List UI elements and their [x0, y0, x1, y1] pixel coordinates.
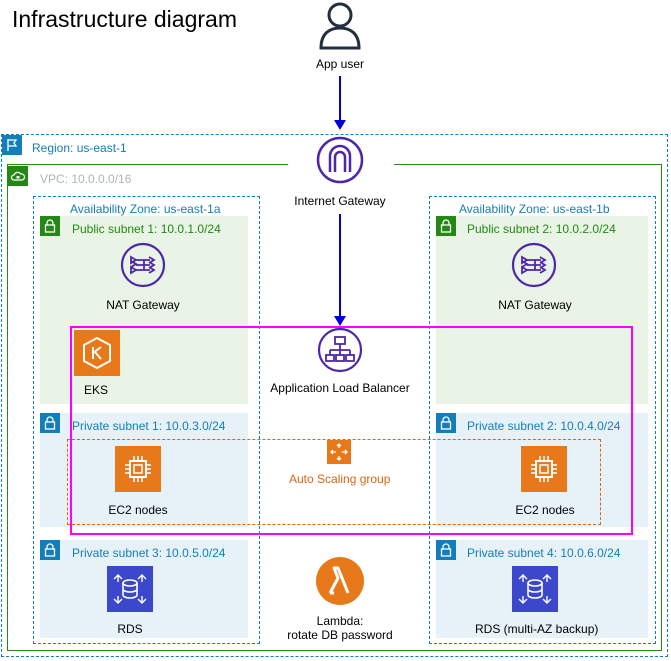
- gateway-backdrop: [288, 136, 394, 210]
- ec2-icon: [521, 446, 567, 492]
- region-label: Region: us-east-1: [32, 141, 127, 155]
- private-subnet-3-label: Private subnet 3: 10.0.5.0/24: [72, 546, 226, 560]
- nat-gateway-icon: [120, 242, 166, 288]
- lock-icon: [436, 413, 456, 433]
- diagram-title: Infrastructure diagram: [12, 6, 237, 32]
- auto-scaling-icon: [327, 440, 351, 464]
- lambda-label-line2: rotate DB password: [287, 628, 393, 642]
- private-subnet-2-label: Private subnet 2: 10.0.4.0/24: [467, 419, 621, 433]
- availability-zone-a: [33, 196, 260, 644]
- nat-gateway-icon: [511, 242, 557, 288]
- rds-b-label: RDS (multi-AZ backup): [475, 622, 599, 636]
- internet-gateway-icon: [316, 136, 364, 184]
- lambda-icon: [315, 556, 365, 606]
- lock-icon: [40, 216, 60, 236]
- vpc-label: VPC: 10.0.0.0/16: [40, 172, 132, 186]
- ec2-nodes-b-label: EC2 nodes: [515, 503, 575, 517]
- lock-icon: [436, 540, 456, 560]
- rds-icon: [107, 566, 153, 612]
- lambda-label-line1: Lambda:: [316, 614, 364, 628]
- arrow-gateway-to-alb: [334, 214, 346, 326]
- internet-gateway-label: Internet Gateway: [294, 194, 386, 208]
- availability-zone-b-label: Availability Zone: us-east-1b: [459, 202, 610, 216]
- rds-a-label: RDS: [117, 622, 143, 636]
- lock-icon: [40, 413, 60, 433]
- lock-icon: [436, 216, 456, 236]
- load-balancer-label: Application Load Balancer: [270, 381, 410, 395]
- public-subnet-2: [436, 216, 648, 404]
- private-subnet-1-label: Private subnet 1: 10.0.3.0/24: [72, 419, 226, 433]
- eks-label: EKS: [84, 383, 109, 397]
- availability-zone-a-label: Availability Zone: us-east-1a: [70, 202, 221, 216]
- load-balancer-icon: [317, 327, 363, 373]
- public-subnet-2-label: Public subnet 2: 10.0.2.0/24: [467, 222, 616, 236]
- user-icon: [318, 0, 362, 50]
- ec2-icon: [115, 446, 161, 492]
- arrow-user-to-gateway: [334, 76, 346, 130]
- ec2-nodes-a-label: EC2 nodes: [108, 503, 168, 517]
- rds-icon: [512, 566, 558, 612]
- user-label: App user: [315, 57, 365, 71]
- nat-gateway-a-label: NAT Gateway: [106, 298, 180, 312]
- private-subnet-4-label: Private subnet 4: 10.0.6.0/24: [467, 546, 621, 560]
- nat-gateway-b-label: NAT Gateway: [498, 298, 572, 312]
- lock-icon: [40, 540, 60, 560]
- auto-scaling-group-label: Auto Scaling group: [289, 472, 391, 486]
- eks-icon: [74, 330, 120, 376]
- flag-icon: [2, 135, 22, 155]
- availability-zone-b: [429, 196, 656, 644]
- cloud-lock-icon: [8, 166, 28, 186]
- public-subnet-1-label: Public subnet 1: 10.0.1.0/24: [72, 222, 221, 236]
- region-boundary: [1, 134, 668, 657]
- auto-scaling-group-boundary: [67, 439, 601, 525]
- eks-cluster-boundary: [70, 326, 633, 535]
